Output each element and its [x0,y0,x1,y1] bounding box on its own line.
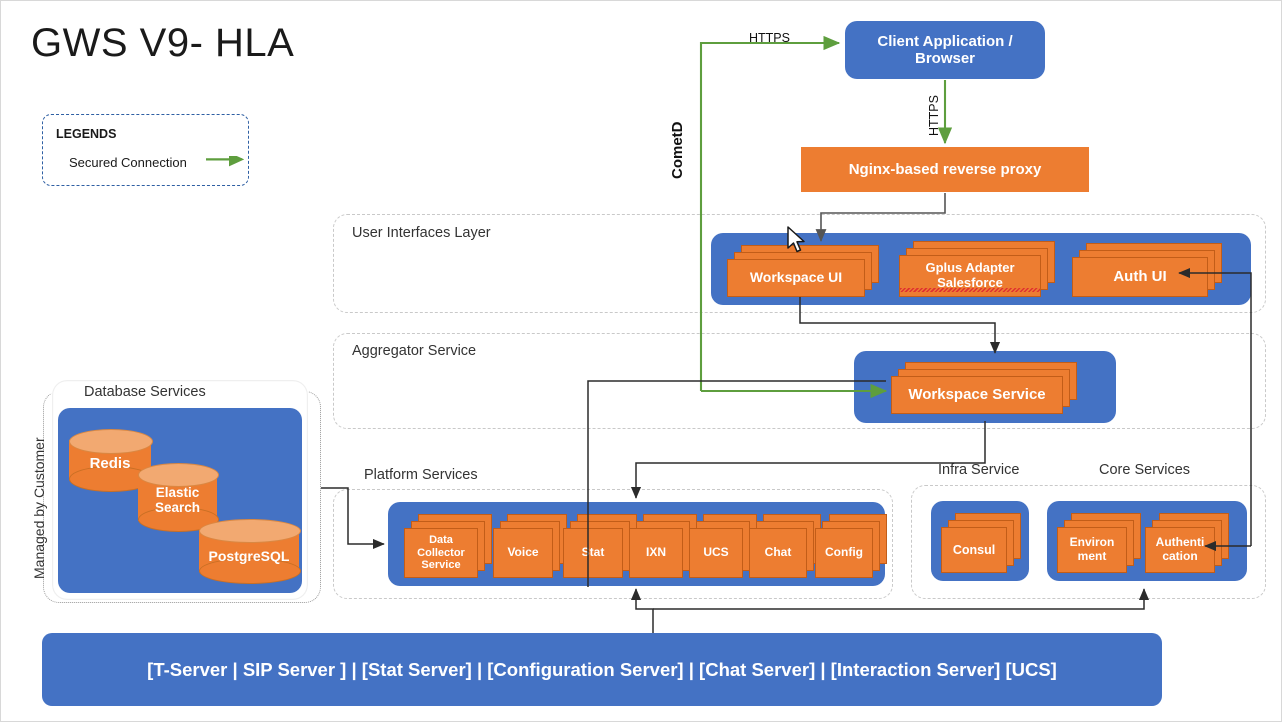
card-label: Workspace Service [908,385,1046,403]
group-label-core-services: Core Services [1094,462,1196,478]
card-label: UCS [703,545,729,560]
legend-heading: LEGENDS [56,127,117,141]
card-environment[interactable]: Environ ment [1057,513,1141,573]
legend-box [42,114,249,186]
card-stat[interactable]: Stat [563,514,637,578]
card-label: Consul [952,542,996,557]
node-client-application[interactable]: Client Application / Browser [845,21,1045,79]
connector-label-https-top: HTTPS [749,31,790,45]
group-label-infra-service: Infra Service [933,462,1025,478]
card-authentication[interactable]: Authenti cation [1145,513,1229,573]
card-gplus-adapter-salesforce[interactable]: Gplus Adapter Salesforce [899,241,1055,297]
legend-item-label: Secured Connection [69,155,187,170]
cylinder-label: Redis [89,455,131,472]
page-title: GWS V9- HLA [31,21,295,65]
group-label-database-services: Database Services [79,384,211,400]
group-label-user-interfaces-layer: User Interfaces Layer [347,225,496,241]
card-config[interactable]: Config [815,514,887,578]
card-ucs[interactable]: UCS [689,514,757,578]
card-label-wrapper: Gplus Adapter Salesforce [900,260,1040,292]
card-auth-ui[interactable]: Auth UI [1072,243,1222,297]
group-label-aggregator-service: Aggregator Service [347,343,482,359]
card-label: IXN [645,545,666,560]
managed-by-customer-label: Managed by Customer [31,437,47,579]
card-label: Environ ment [1069,535,1115,563]
card-workspace-service[interactable]: Workspace Service [891,362,1077,414]
node-nginx-reverse-proxy[interactable]: Nginx-based reverse proxy [801,147,1089,192]
connector-label-cometd: CometD [669,121,686,179]
card-consul[interactable]: Consul [941,513,1021,573]
card-label: Gplus Adapter Salesforce [925,260,1015,290]
cylinder-label: PostgreSQL [208,548,290,564]
legend-secured-arrow-icon [206,156,245,167]
card-label: Stat [581,545,605,560]
cylinder-label: Elastic Search [154,485,201,516]
database-cylinder-redis[interactable]: Redis [69,429,153,492]
card-label: Config [825,545,863,560]
node-label: Client Application / Browser [877,32,1013,67]
card-data-collector-service[interactable]: Data Collector Service [404,514,492,578]
connector-label-https-proxy: HTTPS [927,95,941,136]
spellcheck-underline-icon [900,287,1040,292]
card-chat[interactable]: Chat [749,514,821,578]
group-label-platform-services: Platform Services [359,467,483,483]
card-label: Voice [507,545,539,560]
card-ixn[interactable]: IXN [629,514,697,578]
mouse-cursor-icon [787,226,805,253]
database-cylinder-postgresql[interactable]: PostgreSQL [199,519,301,584]
bottom-server-bar[interactable]: [T-Server | SIP Server ] | [Stat Server]… [42,633,1162,706]
card-label: Workspace UI [749,269,843,286]
bottom-server-bar-label: [T-Server | SIP Server ] | [Stat Server]… [147,658,1057,680]
node-label: Nginx-based reverse proxy [848,160,1042,178]
card-label: Chat [764,545,792,560]
card-label: Auth UI [1113,267,1167,285]
card-label: Data Collector Service [417,534,465,572]
card-label: Authenti cation [1155,535,1205,563]
card-voice[interactable]: Voice [493,514,567,578]
